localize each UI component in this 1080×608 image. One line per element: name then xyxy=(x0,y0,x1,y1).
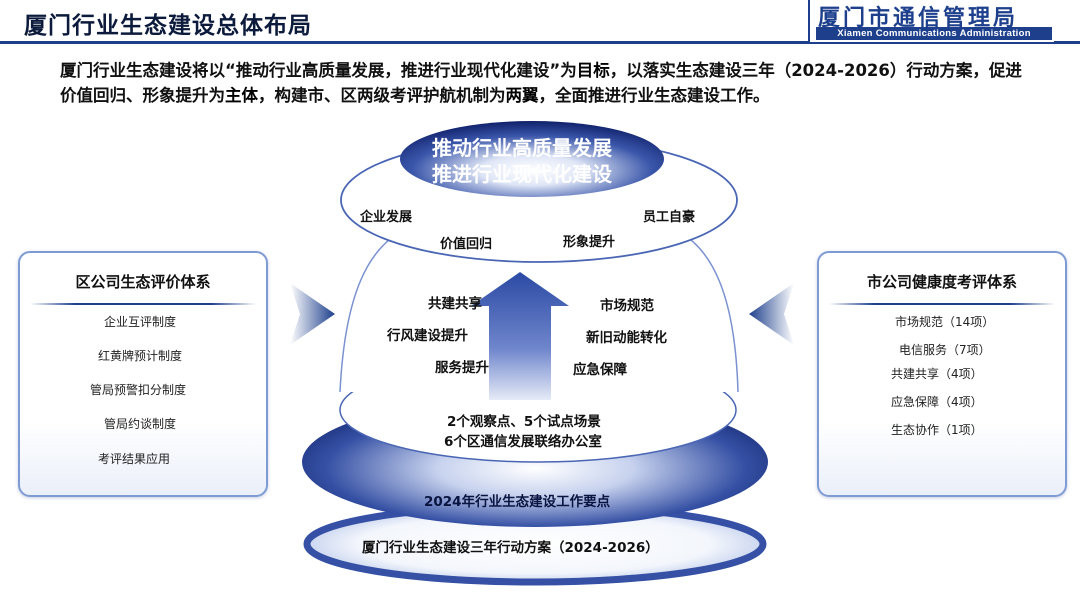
middle-item-kinetic: 新旧动能转化 xyxy=(586,330,667,346)
intro-text-4: ，全面推进行业生态建设工作。 xyxy=(538,86,770,105)
upper-item-image: 形象提升 xyxy=(563,235,616,250)
top-cap xyxy=(400,121,664,197)
middle-item-emergency: 应急保障 xyxy=(573,362,627,378)
top-cap-line-2: 推进行业现代化建设 xyxy=(432,162,612,186)
intro-paragraph: 厦门行业生态建设将以“推动行业高质量发展，推进行业现代化建设”为目标，以落实生态… xyxy=(60,58,1030,108)
intro-bold-main: 主体 xyxy=(225,86,258,105)
left-side-arrow xyxy=(290,283,335,345)
left-panel: 区公司生态评价体系 企业互评制度 红黄牌预计制度 管局预警扣分制度 管局约谈制度… xyxy=(18,251,268,497)
left-panel-title: 区公司生态评价体系 xyxy=(75,273,211,291)
intro-text-2: ，以落实生态建设三年（2024-2026）行动方案，促进价值回归、形象提升为 xyxy=(60,61,1022,105)
upper-item-value: 价值回归 xyxy=(440,237,493,252)
logo-cn-text: 厦门市通信管理局 xyxy=(818,6,1019,31)
top-cap-line-1: 推动行业高质量发展 xyxy=(432,136,612,160)
left-panel-item: 考评结果应用 xyxy=(98,452,171,466)
intro-text-1: 厦门行业生态建设将以“推动行业高质量发展，推进行业现代化建设”为 xyxy=(60,61,577,80)
right-panel-item: 生态协作（1项） xyxy=(891,423,983,437)
header-divider xyxy=(0,41,1080,44)
left-panel-item: 管局约谈制度 xyxy=(104,417,177,431)
left-panel-item: 红黄牌预计制度 xyxy=(98,349,183,363)
left-panel-item: 管局预警扣分制度 xyxy=(90,383,187,397)
right-panel-item: 应急保障（4项） xyxy=(891,395,983,409)
up-arrow xyxy=(471,272,569,400)
right-panel-title: 市公司健康度考评体系 xyxy=(866,273,1017,291)
middle-item-co-build: 共建共享 xyxy=(428,296,482,312)
middle-item-conduct: 行风建设提升 xyxy=(387,328,468,344)
page-title: 厦门行业生态建设总体布局 xyxy=(24,13,312,39)
base-label: 2024年行业生态建设工作要点 xyxy=(424,494,611,510)
lower-line-1: 2个观察点、5个试点场景 xyxy=(447,414,601,430)
middle-item-service: 服务提升 xyxy=(435,360,489,376)
intro-bold-wings: 两翼 xyxy=(505,86,539,105)
right-panel: 市公司健康度考评体系 市场规范（14项） 电信服务（7项） 共建共享（4项） 应… xyxy=(817,251,1067,497)
lower-line-2: 6个区通信发展联络办公室 xyxy=(444,434,602,450)
intro-bold-goal: 目标 xyxy=(576,61,610,80)
ring-label: 厦门行业生态建设三年行动方案（2024-2026） xyxy=(362,540,659,556)
upper-item-staff-pride: 员工自豪 xyxy=(643,210,696,225)
middle-item-market: 市场规范 xyxy=(600,298,654,314)
left-panel-divider xyxy=(30,303,256,305)
logo: 厦门市通信管理局 Xiamen Communications Administr… xyxy=(808,0,1054,42)
left-panel-item: 企业互评制度 xyxy=(104,315,177,329)
intro-text-3: ，构建市、区两级考评护航机制为 xyxy=(258,86,506,105)
right-panel-item: 市场规范（14项） xyxy=(895,315,995,329)
right-panel-divider xyxy=(829,303,1055,305)
header: 厦门行业生态建设总体布局 厦门市通信管理局 Xiamen Communicati… xyxy=(0,0,1080,44)
right-panel-item: 共建共享（4项） xyxy=(891,367,983,381)
logo-en-text: Xiamen Communications Administration xyxy=(816,27,1052,40)
right-panel-item: 电信服务（7项） xyxy=(899,343,991,357)
right-side-arrow xyxy=(749,283,794,345)
upper-item-enterprise: 企业发展 xyxy=(360,210,413,225)
